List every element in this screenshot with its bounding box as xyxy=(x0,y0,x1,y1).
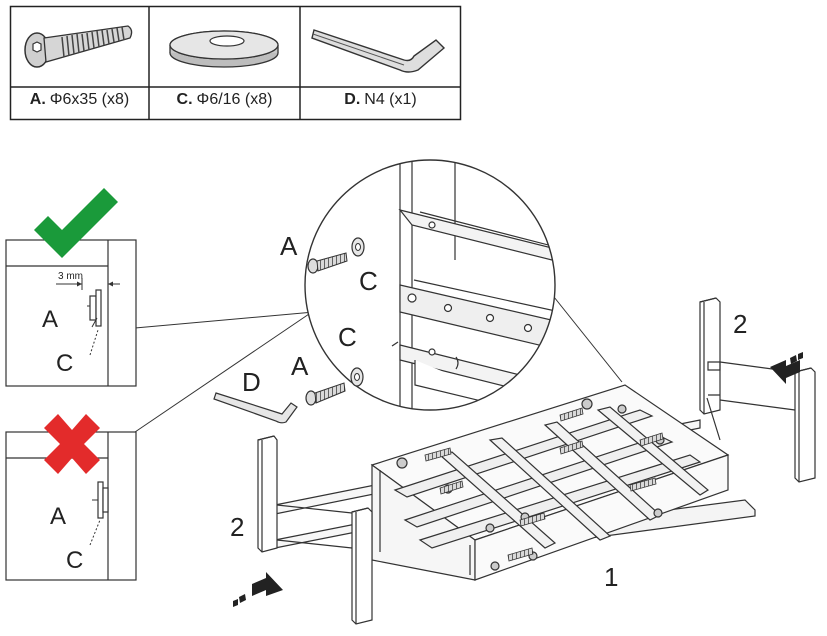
callout-zoom-bolt-bottom: A xyxy=(291,351,309,381)
part-d-label: D.N4 (x1) xyxy=(344,91,417,108)
zoom-bolt-top xyxy=(307,252,348,274)
bolt-icon xyxy=(24,25,133,68)
detail-incorrect xyxy=(5,414,137,581)
arrow-right-icon xyxy=(770,352,803,384)
part-c-label: C.Φ6/16 (x8) xyxy=(176,91,273,108)
detail-correct-washer-label: C xyxy=(56,350,74,377)
arrow-left-icon xyxy=(233,572,283,607)
leg-left-rear xyxy=(257,435,278,553)
callout-zoom-bolt-top: A xyxy=(280,231,298,261)
zoom-leader-lines xyxy=(134,291,623,433)
parts-table xyxy=(9,5,462,121)
callout-leg-left: 2 xyxy=(230,512,245,542)
callout-base-frame: 1 xyxy=(604,562,619,592)
detail-correct xyxy=(5,188,137,387)
leg-right-rear xyxy=(699,297,721,415)
hex-key-loose-icon xyxy=(213,392,298,424)
part-a-label: A.Φ6x35 (x8) xyxy=(29,91,130,108)
checkmark-icon xyxy=(34,188,118,258)
zoom-washer-bottom xyxy=(350,367,364,387)
washer-icon xyxy=(169,30,279,68)
leg-right-front xyxy=(794,367,816,483)
callout-zoom-washer-top: C xyxy=(359,266,378,296)
gap-measurement-label: 3 mm xyxy=(58,271,83,282)
detail-incorrect-washer-label: C xyxy=(66,547,84,574)
detail-correct-bolt-label: A xyxy=(42,306,59,333)
detail-incorrect-bolt-label: A xyxy=(50,503,67,530)
leg-left-front xyxy=(351,507,373,625)
callout-hex-key: D xyxy=(242,367,261,397)
callout-zoom-washer-bottom: C xyxy=(338,322,357,352)
main-assembly xyxy=(257,297,816,625)
hex-key-icon xyxy=(311,29,446,73)
zoom-washer-top xyxy=(351,237,365,257)
callout-leg-right: 2 xyxy=(733,309,748,339)
zoom-bolt-bottom xyxy=(305,382,346,406)
cross-icon xyxy=(44,414,100,474)
